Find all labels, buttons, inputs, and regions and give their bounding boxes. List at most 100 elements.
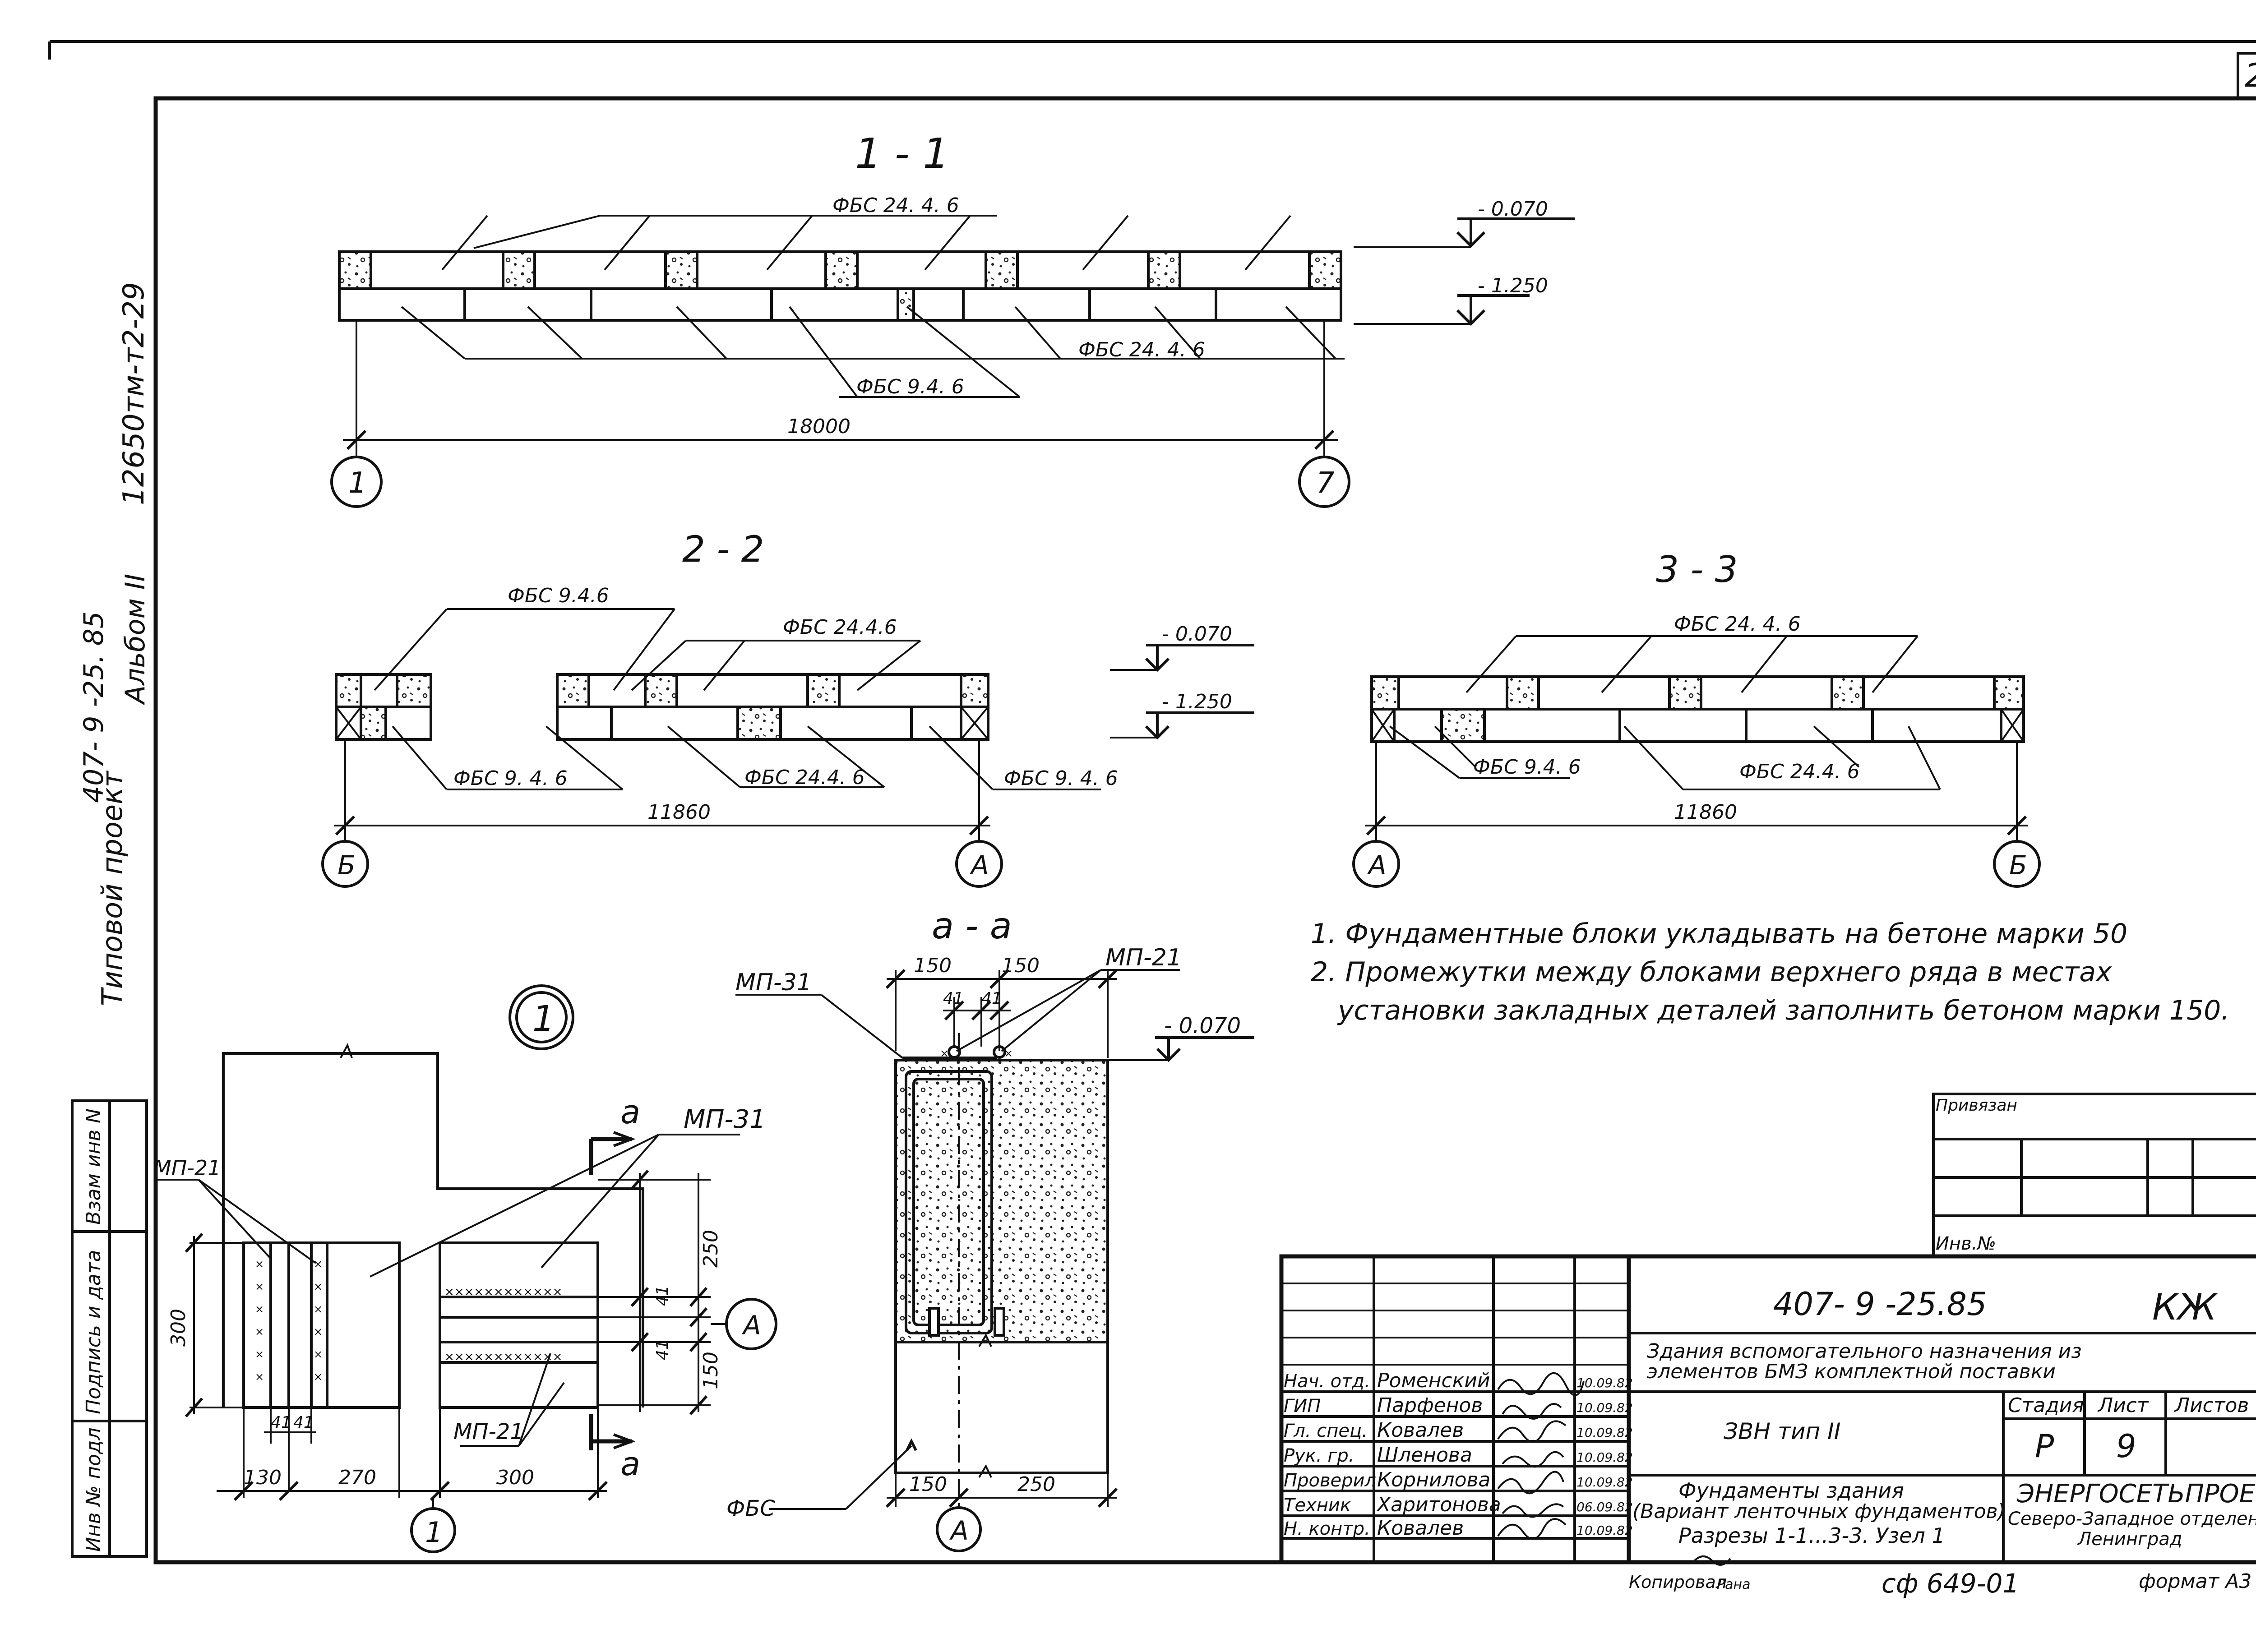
drawing-title-1: Фундаменты здания xyxy=(1678,1478,1904,1503)
section-a-a-title: а - а xyxy=(932,905,1012,947)
org-name-2: Северо-Западное отделение xyxy=(2008,1509,2256,1529)
binding-inv-label: Инв.№ xyxy=(1936,1233,1996,1254)
date-5: 06.09.82 xyxy=(1576,1500,1633,1514)
section-a-a: а - а × × xyxy=(735,905,1254,1552)
node-1-dim-41a: 41 xyxy=(271,1413,291,1432)
svg-text:×: × xyxy=(255,1325,264,1338)
section-2-2-title: 2 - 2 xyxy=(682,528,764,570)
axis-b-label-2-2: Б xyxy=(337,850,356,881)
role-0: Нач. отд. xyxy=(1284,1371,1370,1392)
node-1-cut-mark-bottom: а xyxy=(620,1445,640,1483)
node-1-mp21-top: МП-21 xyxy=(153,1156,221,1180)
section-a-a-dim-150b: 150 xyxy=(1002,954,1040,977)
binding-tied-label: Привязан xyxy=(1936,1096,2017,1115)
section-2-2-level-bottom: - 1.250 xyxy=(1162,690,1232,713)
section-1-1-title: 1 - 1 xyxy=(855,129,949,178)
svg-text:××××××××××××: ×××××××××××× xyxy=(444,1350,562,1364)
node-1-dim-130: 130 xyxy=(244,1466,282,1489)
node-1-dim-270: 270 xyxy=(338,1466,376,1489)
side-album: Альбом II xyxy=(120,574,151,706)
role-4: Проверил xyxy=(1284,1470,1376,1491)
section-a-a-mp31: МП-31 xyxy=(735,969,812,996)
svg-text:××××××××××××: ×××××××××××× xyxy=(444,1285,562,1299)
section-1-1-label-bottom-right: ФБС 24. 4. 6 xyxy=(1078,338,1205,361)
binding-box xyxy=(1932,1093,2256,1258)
node-1-mp21-bottom: МП-21 xyxy=(453,1419,524,1444)
order-number: сф 649-01 xyxy=(1882,1568,2019,1599)
section-a-a-dim-150: 150 xyxy=(909,1473,947,1496)
section-a-a-dim-41a: 41 xyxy=(943,989,964,1008)
page-number: 28 xyxy=(2245,56,2256,94)
axis-a-label-2-2: А xyxy=(969,850,989,881)
document-code: 407- 9 -25.85 xyxy=(1773,1286,1987,1323)
copied-by-label: Копировал xyxy=(1629,1572,1727,1592)
node-1-dim-41d: 41 xyxy=(653,1339,672,1360)
node-1-mp31: МП-31 xyxy=(684,1105,766,1134)
role-3: Рук. гр. xyxy=(1284,1445,1355,1466)
axis-7-label: 7 xyxy=(1316,466,1335,500)
building-line-1: Здания вспомогательного назначения из xyxy=(1647,1340,2082,1363)
svg-text:×: × xyxy=(314,1325,323,1338)
date-2: 10.09.82 xyxy=(1576,1425,1633,1440)
side-project-code: 407- 9 -25. 85 xyxy=(78,611,110,803)
svg-text:×: × xyxy=(255,1303,264,1315)
side-stamp xyxy=(71,1099,148,1558)
section-1-1-label-bottom-center: ФБС 9.4. 6 xyxy=(856,375,964,398)
section-1-1: 1 - 1 xyxy=(330,129,1575,508)
name-4: Корнилова xyxy=(1377,1468,1490,1491)
section-1-1-dimension: 18000 xyxy=(787,415,851,438)
svg-text:×: × xyxy=(1004,1047,1013,1060)
stage-label: Стадия xyxy=(2008,1394,2084,1417)
page-number-box xyxy=(2237,52,2256,100)
node-1-dim-300-horizontal: 300 xyxy=(496,1466,534,1489)
section-2-2-level-top: - 0.070 xyxy=(1162,623,1232,646)
copied-by-sign: Рана xyxy=(1717,1577,1750,1592)
note-2: 2. Промежутки между блоками верхнего ряд… xyxy=(1311,956,2112,988)
section-2-2-label-top-left: ФБС 9.4.6 xyxy=(508,584,609,607)
drawing-title-2: (Вариант ленточных фундаментов) xyxy=(1632,1500,2006,1523)
section-1-1-level-bottom: - 1.250 xyxy=(1478,274,1548,297)
svg-text:×: × xyxy=(255,1348,264,1361)
stage-value: Р xyxy=(2035,1428,2054,1465)
note-1: 1. Фундаментные блоки укладывать на бето… xyxy=(1311,918,2127,950)
node-1-dim-250: 250 xyxy=(699,1230,722,1268)
org-name-3: Ленинград xyxy=(2077,1529,2182,1550)
note-3: установки закладных деталей заполнить бе… xyxy=(1337,995,2229,1026)
section-2-2-label-bottom-center: ФБС 24.4. 6 xyxy=(744,766,865,789)
axis-1-label: 1 xyxy=(348,466,367,500)
section-3-3-label-bottom-right: ФБС 24.4. 6 xyxy=(1739,760,1860,783)
title-block xyxy=(1279,1254,2256,1564)
building-line-2: элементов БМЗ комплектной поставки xyxy=(1647,1360,2056,1383)
format-label: формат А3 xyxy=(2139,1570,2251,1593)
node-1-dim-300-vertical: 300 xyxy=(167,1309,190,1347)
section-code: КЖ xyxy=(2152,1286,2218,1328)
date-0: 10.09.82 xyxy=(1576,1375,1633,1390)
section-3-3-label-bottom-left: ФБС 9.4. 6 xyxy=(1473,756,1581,779)
axis-a-label-3-3: А xyxy=(1367,850,1387,881)
name-0: Роменский xyxy=(1377,1369,1490,1392)
section-2-2: 2 - 2 xyxy=(321,528,1254,888)
svg-text:×: × xyxy=(255,1258,264,1270)
role-1: ГИП xyxy=(1284,1396,1321,1417)
section-a-a-mp21: МП-21 xyxy=(1105,944,1182,971)
side-archive-code: 12650тм-т2-29 xyxy=(117,282,151,505)
date-3: 10.09.82 xyxy=(1576,1450,1633,1465)
svg-text:×: × xyxy=(314,1280,323,1293)
sheet-label: Лист xyxy=(2097,1394,2149,1417)
svg-text:×: × xyxy=(255,1280,264,1293)
section-2-2-dimension: 11860 xyxy=(647,801,711,824)
section-a-a-fbs: ФБС xyxy=(726,1496,775,1521)
drawing-title-3: Разрезы 1-1...3-3. Узел 1 xyxy=(1678,1523,1945,1548)
sheet-frame xyxy=(48,40,2256,1564)
node-1-drawing: × × × × × × × × × × × × ×××××××××××× ×××… xyxy=(156,984,777,1553)
svg-text:×: × xyxy=(314,1258,323,1270)
role-5: Техник xyxy=(1284,1495,1351,1516)
svg-text:×: × xyxy=(314,1348,323,1361)
side-stamp-vzam: Взам инв N xyxy=(82,1108,105,1225)
axis-b-label-3-3: Б xyxy=(2009,850,2027,881)
name-3: Шленова xyxy=(1377,1444,1472,1467)
node-1-dim-41b: 41 xyxy=(293,1413,314,1432)
section-1-1-label-top: ФБС 24. 4. 6 xyxy=(832,194,959,217)
section-a-a-dim-41b: 41 xyxy=(981,989,1002,1008)
svg-text:×: × xyxy=(314,1371,323,1383)
